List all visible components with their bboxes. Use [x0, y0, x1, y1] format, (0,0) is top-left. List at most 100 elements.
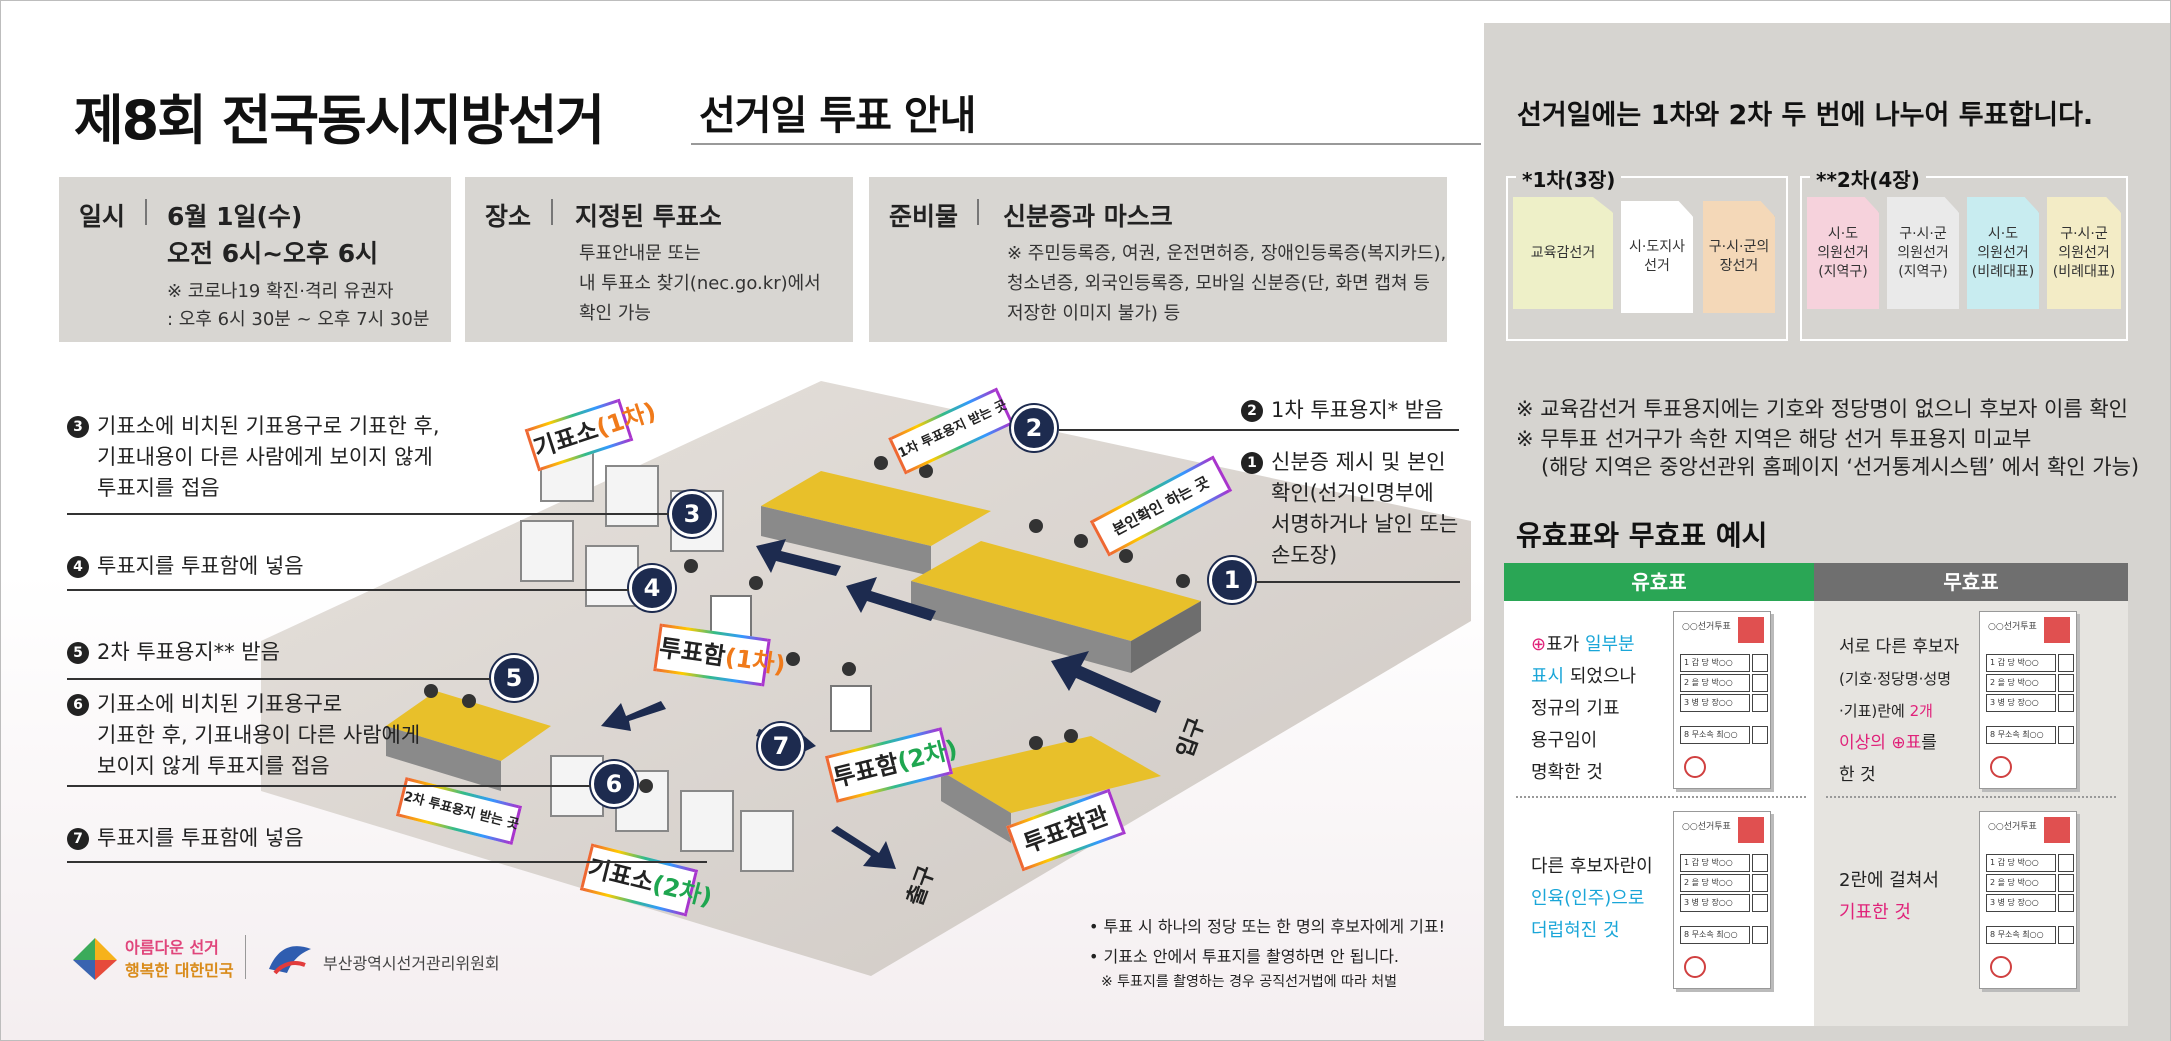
- step-circle-3: 3: [669, 491, 715, 537]
- callout-line-3: [67, 513, 669, 515]
- callout-line-6: [67, 785, 591, 787]
- sample-ballot-row: 1 갑 당 박○○: [1986, 654, 2056, 672]
- sample-ballot-cell: [2058, 926, 2074, 944]
- sign-box-2-text: 투표함: [830, 749, 902, 793]
- step-1-line4: 손도장): [1271, 543, 1338, 567]
- info-items-title: 신분증과 마스크: [1003, 202, 1173, 231]
- info-items-line2: 청소년증, 외국인등록증, 모바일 신분증(단, 화면 캡쳐 등: [1007, 273, 1430, 294]
- step-circle-7: 7: [758, 723, 804, 769]
- sample-ballot-cell: [2058, 854, 2074, 872]
- sample-ballot-title: ○○선거투표: [1988, 822, 2037, 832]
- sample-ballot-cell: [2058, 694, 2074, 712]
- sample-ballot-cell: [1752, 694, 1768, 712]
- bottom-note-3: ※ 투표지를 촬영하는 경우 공직선거법에 따라 처벌: [1101, 974, 1398, 990]
- bottom-note-1: • 투표 시 하나의 정당 또는 한 명의 후보자에게 기표!: [1089, 917, 1446, 936]
- commission-logo-icon: [269, 946, 311, 975]
- sample-ballot-title: ○○선거투표: [1682, 622, 1731, 632]
- ballot-governor-line2: 선거: [1644, 258, 1670, 274]
- valid-ex2-l2: 인육(인주)으로: [1531, 888, 1645, 909]
- stamp-icon: [1990, 956, 2012, 978]
- info-datetime: 일시 6월 1일(수) 오전 6시~오후 6시 ※ 코로나19 확진·격리 유권…: [59, 177, 451, 342]
- slogan-logo-icon: [73, 938, 117, 980]
- ballot-group-first: *1차(3장): [1506, 164, 1788, 341]
- ballot-group-first-label: *1차(3장): [1516, 164, 1622, 193]
- valid-ex1-l1a: 표가: [1546, 634, 1585, 655]
- ballot-education: 교육감선거: [1513, 197, 1613, 309]
- sample-ballot-cell: [2058, 874, 2074, 892]
- commission-name: 부산광역시선거관리위원회: [323, 954, 500, 973]
- valid-header: 유효표: [1504, 563, 1814, 601]
- divider: [145, 199, 147, 225]
- seal-icon: [2044, 617, 2070, 643]
- ballot-b5-line1: 구·시·군: [1899, 225, 1947, 242]
- sample-ballot-valid-1: ○○선거투표 1 갑 당 박○○ 2 을 당 박○○ 3 병 당 장○○ 8 무…: [1673, 611, 1771, 789]
- sample-ballot-row: 2 을 당 박○○: [1986, 874, 2056, 892]
- invalid-ex1-l4b: 표: [1905, 733, 1922, 753]
- sample-ballot-row: 3 병 당 장○○: [1680, 894, 1750, 912]
- sample-ballot-cell: [1752, 854, 1768, 872]
- info-place: 장소 지정된 투표소 투표안내문 또는 내 투표소 찾기(nec.go.kr)에…: [465, 177, 853, 342]
- valid-ex2-text: 다른 후보자란이 인육(인주)으로 더럽혀진 것: [1531, 851, 1653, 947]
- valid-ex1-l4: 용구임이: [1531, 730, 1598, 751]
- step-3-number: 3: [67, 416, 89, 438]
- step-6-number: 6: [67, 694, 89, 716]
- sample-ballot-cell: [1752, 726, 1768, 744]
- info-datetime-label: 일시: [79, 202, 126, 231]
- step-1-number: 1: [1241, 452, 1263, 474]
- ballot-group-second-label: **2차(4장): [1810, 164, 1926, 193]
- sample-ballot-row: 1 갑 당 박○○: [1680, 654, 1750, 672]
- invalid-ex1-l4c: 를: [1921, 733, 1937, 753]
- ballot-mayor-line2: 장선거: [1719, 258, 1759, 274]
- callout-line-5: [67, 678, 491, 680]
- ballot-b6-line1: 시·도: [1987, 225, 2019, 242]
- sample-ballot-cell: [2058, 654, 2074, 672]
- ballot-b6-line2: 의원선거: [1977, 244, 2029, 261]
- sample-ballot-cell: [2058, 894, 2074, 912]
- ballot-box-2: [830, 685, 872, 732]
- sample-ballot-invalid-1: ○○선거투표 1 갑 당 박○○ 2 을 당 박○○ 3 병 당 장○○ 8 무…: [1979, 611, 2077, 789]
- sample-ballot-cell: [2058, 726, 2074, 744]
- sample-ballot-cell: [2058, 674, 2074, 692]
- valid-ex1-l1b: 일부분: [1584, 634, 1635, 655]
- stamp-icon: [1684, 956, 1706, 978]
- ballot-b4-line3: (지역구): [1818, 263, 1868, 280]
- ballot-b6-line3: (비례대표): [1971, 263, 2035, 280]
- step-1-line1: 신분증 제시 및 본인: [1271, 450, 1446, 474]
- invalid-ex1-l3b: 2개: [1909, 702, 1933, 720]
- valid-invalid-heading: 유효표와 무효표 예시: [1516, 519, 1768, 552]
- step-2-label: 1차 투표용지* 받음: [1271, 398, 1444, 422]
- step-3-line3: 투표지를 접음: [97, 476, 220, 500]
- mark-icon: ⊕: [1891, 733, 1906, 753]
- right-note-2: ※ 무투표 선거구가 속한 지역은 해당 선거 투표용지 미교부: [1516, 427, 2032, 451]
- step-6-line1: 기표소에 비치된 기표용구로: [97, 692, 343, 716]
- sample-ballot-row: 8 무소속 최○○: [1986, 926, 2056, 944]
- callout-line-4: [67, 589, 629, 591]
- sample-ballot-row: 2 을 당 박○○: [1680, 674, 1750, 692]
- sample-ballot-row: 3 병 당 장○○: [1986, 894, 2056, 912]
- page-subtitle: 선거일 투표 안내: [699, 93, 976, 139]
- callout-line-1: [1255, 581, 1460, 583]
- ballot-governor-line1: 시·도지사: [1629, 239, 1685, 255]
- valid-ex1-l2b: 되었으나: [1564, 666, 1637, 687]
- invalid-ex1-l1: 서로 다른 후보자: [1839, 637, 1960, 657]
- divider: [551, 199, 553, 225]
- ballot-b4-line1: 시·도: [1827, 225, 1859, 242]
- step-5-label: 2차 투표용지** 받음: [97, 640, 280, 664]
- sample-ballot-cell: [1752, 654, 1768, 672]
- valid-ex2-l1: 다른 후보자란이: [1531, 856, 1653, 877]
- invalid-ex2-l1: 2란에 걸쳐서: [1839, 870, 1939, 891]
- sample-ballot-row: 2 을 당 박○○: [1986, 674, 2056, 692]
- stamp-icon: [1990, 756, 2012, 778]
- sample-ballot-row: 3 병 당 장○○: [1986, 694, 2056, 712]
- step-3-line2: 기표내용이 다른 사람에게 보이지 않게: [97, 445, 433, 469]
- info-items-label: 준비물: [889, 202, 959, 231]
- invalid-ex1-l4a: 이상의: [1839, 733, 1892, 753]
- invalid-divider: [1826, 796, 2116, 798]
